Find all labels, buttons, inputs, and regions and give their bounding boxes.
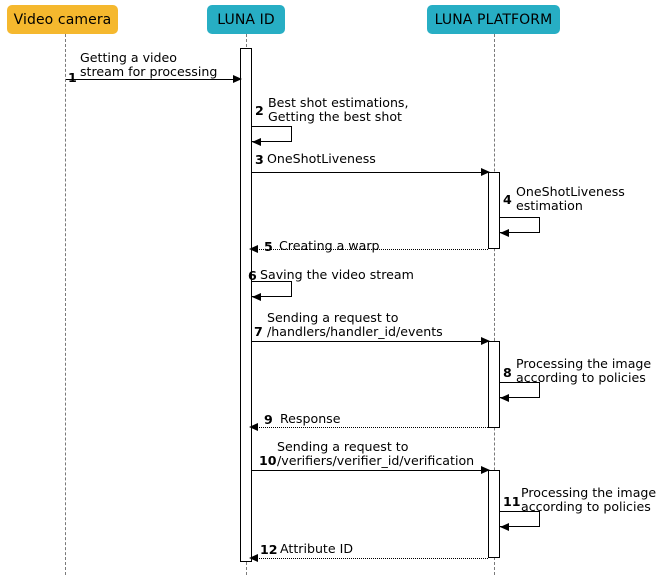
message-7-label-line: Sending a request to	[267, 310, 399, 325]
message-9-label-line: Response	[280, 411, 341, 426]
message-9-number: 9	[264, 412, 273, 427]
message-11-label-line: according to policies	[521, 499, 651, 515]
activation-bar-platform-1	[488, 172, 500, 249]
message-7-arrowhead	[481, 337, 490, 345]
participant-lunaid[interactable]: LUNA ID	[207, 5, 285, 34]
message-6-self-loop	[252, 281, 292, 297]
message-3-label-line: OneShotLiveness	[267, 151, 376, 166]
message-2-label-line: Getting the best shot	[268, 109, 402, 125]
message-11-label-line: Processing the image	[521, 485, 657, 500]
message-8-label-line: Processing the image	[516, 356, 652, 371]
message-5-number: 5	[264, 239, 273, 254]
message-11-arrowhead	[500, 523, 509, 531]
message-1-number: 1	[68, 70, 77, 85]
message-9-label: Response	[280, 411, 341, 426]
participant-label-camera: Video camera	[13, 11, 112, 28]
message-7-label-line: /handlers/handler_id/events	[267, 324, 443, 340]
participant-label-platform: LUNA PLATFORM	[434, 11, 553, 28]
message-2-self-loop	[252, 126, 292, 142]
message-4-self-loop	[500, 217, 540, 233]
message-12-number: 12	[260, 542, 278, 557]
message-12-arrowhead	[249, 554, 258, 562]
lifeline-camera	[65, 34, 66, 575]
message-12-label: Attribute ID	[280, 541, 354, 556]
message-10-label: Sending a request to/verifiers/verifier_…	[277, 439, 475, 469]
message-5-label: Creating a warp	[279, 238, 380, 253]
message-7-label: Sending a request to/handlers/handler_id…	[267, 310, 443, 340]
message-2-arrowhead	[252, 138, 261, 146]
message-9-line	[252, 427, 488, 428]
message-1-line	[66, 79, 239, 80]
message-4-number: 4	[503, 192, 512, 207]
activation-bar-lunaid-0	[240, 48, 252, 562]
message-6-label-line: Saving the video stream	[260, 267, 414, 282]
message-12-line	[252, 558, 488, 559]
message-3-arrowhead	[481, 168, 490, 176]
message-1-label-line: Getting a video	[80, 50, 177, 65]
participant-camera[interactable]: Video camera	[7, 5, 118, 34]
activation-bar-platform-2	[488, 341, 500, 428]
message-6-label: Saving the video stream	[260, 267, 414, 282]
message-10-label-line: /verifiers/verifier_id/verification	[277, 453, 475, 469]
message-1-arrowhead	[233, 75, 242, 83]
message-2-label-line: Best shot estimations,	[268, 95, 409, 110]
message-5-line	[252, 249, 488, 250]
message-10-label-line: Sending a request to	[277, 439, 409, 454]
message-11-number: 11	[503, 494, 521, 509]
message-7-line	[252, 341, 487, 342]
message-7-number: 7	[254, 324, 263, 339]
message-8-arrowhead	[500, 394, 509, 402]
message-8-number: 8	[503, 365, 512, 380]
lifeline-platform	[494, 34, 495, 575]
message-5-arrowhead	[249, 245, 258, 253]
message-4-arrowhead	[500, 229, 509, 237]
message-3-number: 3	[255, 152, 264, 167]
message-12-label-line: Attribute ID	[280, 541, 354, 556]
message-1-label-line: stream for processing	[80, 64, 218, 80]
message-2-number: 2	[255, 103, 264, 118]
participant-label-lunaid: LUNA ID	[217, 11, 275, 28]
message-10-number: 10	[259, 453, 277, 468]
message-6-arrowhead	[252, 293, 261, 301]
message-6-number: 6	[248, 268, 257, 283]
message-3-line	[252, 172, 487, 173]
message-4-label-line: OneShotLiveness	[516, 184, 625, 199]
message-9-arrowhead	[249, 423, 258, 431]
message-5-label-line: Creating a warp	[279, 238, 380, 253]
participant-platform[interactable]: LUNA PLATFORM	[427, 5, 560, 34]
message-8-label-line: according to policies	[516, 370, 646, 386]
message-11-self-loop	[500, 511, 540, 527]
activation-bar-platform-3	[488, 470, 500, 558]
message-2-label: Best shot estimations,Getting the best s…	[268, 95, 409, 125]
message-10-arrowhead	[481, 466, 490, 474]
message-8-self-loop	[500, 382, 540, 398]
message-10-line	[252, 470, 487, 471]
message-3-label: OneShotLiveness	[267, 151, 376, 166]
message-4-label-line: estimation	[516, 198, 583, 214]
